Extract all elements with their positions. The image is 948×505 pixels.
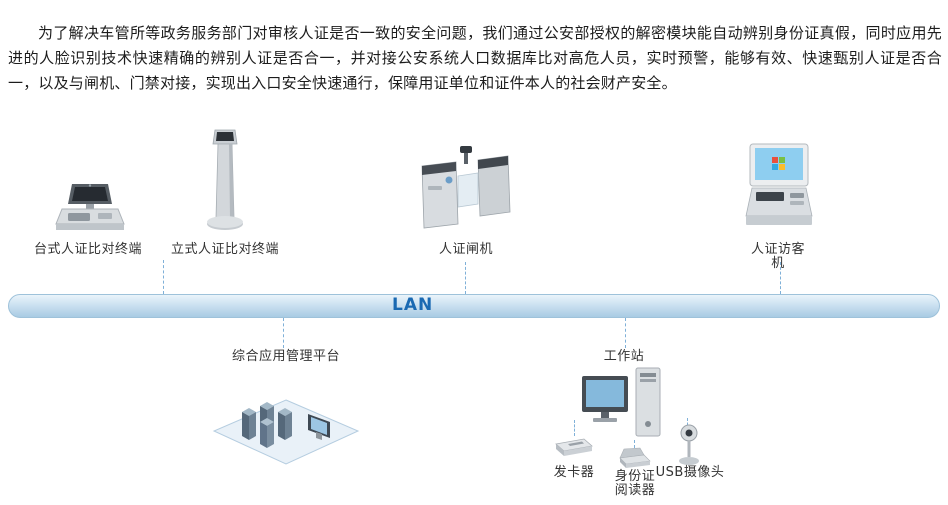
intro-paragraph: 为了解决车管所等政务服务部门对审核人证是否一致的安全问题，我们通过公安部授权的解… — [8, 24, 942, 92]
desktop-terminal-label: 台式人证比对终端 — [33, 242, 142, 257]
id-card-reader-label: 身份证阅读器 — [614, 469, 656, 498]
standing-terminal-icon — [202, 128, 248, 236]
standing-terminal-label: 立式人证比对终端 — [170, 242, 279, 257]
gate-label: 人证闸机 — [438, 242, 493, 257]
usb-camera-label: USB摄像头 — [655, 465, 725, 480]
connector-terminals-lan — [163, 260, 164, 294]
connector-lan-workstation — [625, 318, 626, 348]
server-platform-icon — [208, 376, 363, 466]
lan-label: LAN — [392, 295, 434, 315]
id-card-reader-icon — [616, 446, 654, 472]
card-issuer-label: 发卡器 — [553, 465, 595, 480]
connector-kiosk-lan — [780, 262, 781, 294]
usb-camera-icon — [676, 424, 702, 468]
connector-workstation-card-issuer — [574, 420, 575, 436]
connector-workstation-usb-camera — [687, 418, 688, 430]
connector-workstation-id-reader — [634, 440, 635, 448]
turnstile-gate-icon — [416, 146, 516, 234]
visitor-kiosk-label: 人证访客机 — [750, 242, 805, 271]
platform-label: 综合应用管理平台 — [231, 349, 340, 364]
workstation-computer-icon — [580, 364, 664, 444]
connector-lan-platform — [283, 318, 284, 348]
workstation-label: 工作站 — [603, 349, 645, 364]
connector-gate-lan — [465, 262, 466, 294]
lan-bus-bar — [8, 294, 940, 318]
desktop-terminal-icon — [52, 180, 128, 238]
visitor-kiosk-icon — [738, 142, 818, 234]
card-issuer-icon — [550, 436, 596, 460]
